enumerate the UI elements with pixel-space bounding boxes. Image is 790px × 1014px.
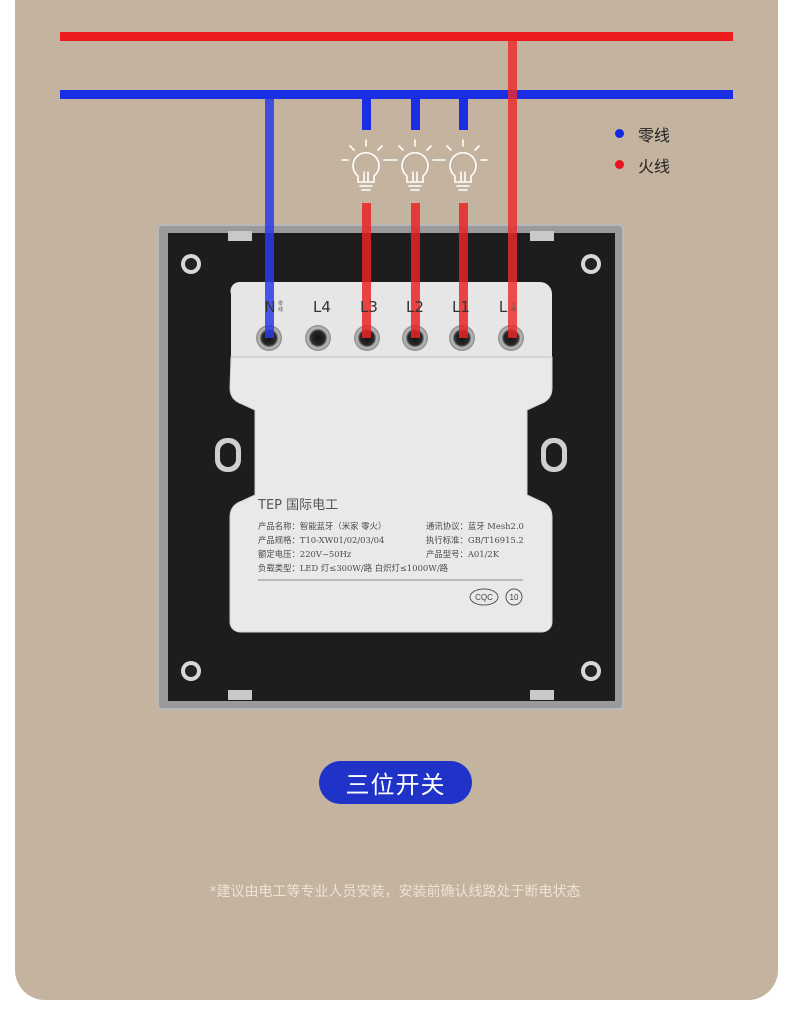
legend-item-live: 火线: [615, 149, 670, 180]
spec-model-no: 产品型号：A01/2K: [426, 549, 499, 559]
terminal-label-l1: L1: [452, 298, 470, 316]
live-wire-l: [508, 41, 517, 338]
spec-load: 负载类型：LED 灯≤300W/路 白炽灯≤1000W/路: [258, 563, 449, 573]
terminal-sub-n: 零线: [278, 301, 284, 313]
brand-name: TEP 国际电工: [258, 498, 339, 513]
neutral-wire-n: [265, 99, 274, 338]
product-label: TEP 国际电工 产品名称：智能蓝牙（米家 零火） 通讯协议：蓝牙 Mesh2.…: [258, 494, 533, 575]
switch-type-badge: 三位开关: [319, 761, 472, 804]
terminal-sub-l: 火线: [511, 301, 517, 313]
terminal-label-l3: L3: [360, 298, 378, 316]
neutral-dot-icon: [615, 129, 624, 138]
legend-label-live: 火线: [638, 156, 671, 176]
neutral-bus-line: [60, 90, 733, 99]
svg-text:10: 10: [510, 593, 519, 602]
terminal-label-l4: L4: [313, 298, 331, 316]
light-bulb-icon: [341, 139, 488, 191]
rating-mark-icon: [505, 588, 523, 606]
spec-grid: 产品名称：智能蓝牙（米家 零火） 通讯协议：蓝牙 Mesh2.0 产品规格：T1…: [258, 519, 533, 575]
terminal-label-n: N: [264, 298, 276, 316]
switched-wire-l2: [411, 203, 420, 338]
spec-standard: 执行标准：GB/T16915.2: [426, 535, 524, 545]
spec-model-spec: 产品规格：T10-XW01/02/03/04: [258, 535, 385, 545]
switched-wire-l3: [362, 203, 371, 338]
terminal-label-l: L: [498, 298, 508, 316]
switched-wire-l1: [459, 203, 468, 338]
cqc-mark-icon: [469, 588, 499, 606]
live-dot-icon: [615, 160, 624, 169]
svg-text:CQC: CQC: [475, 593, 493, 602]
spec-name: 产品名称：智能蓝牙（米家 零火）: [258, 521, 387, 531]
spec-protocol: 通讯协议：蓝牙 Mesh2.0: [426, 521, 524, 531]
live-bus-line: [60, 32, 733, 41]
safety-note: *建议由电工等专业人员安装，安装前确认线路处于断电状态: [209, 884, 581, 900]
spec-voltage: 额定电压：220V~50Hz: [258, 549, 352, 559]
legend-label-neutral: 零线: [638, 125, 671, 145]
legend: 零线 火线: [615, 118, 670, 180]
terminal-label-l2: L2: [406, 298, 424, 316]
legend-item-neutral: 零线: [615, 118, 670, 149]
